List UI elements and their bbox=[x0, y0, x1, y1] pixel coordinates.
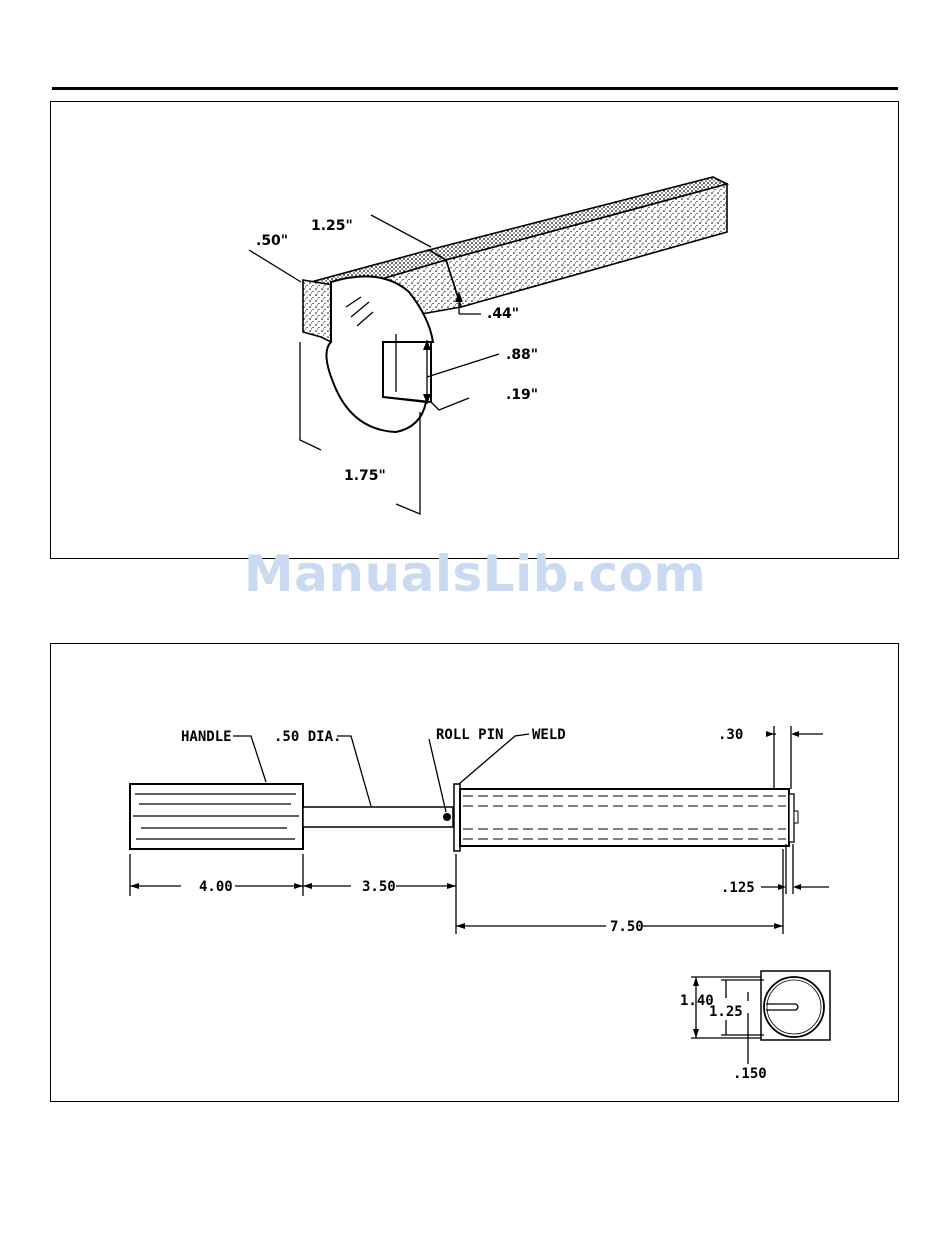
dim-inner: 1.25 bbox=[709, 1004, 743, 1020]
dim-line-50 bbox=[249, 250, 301, 282]
callout-roll-pin: ROLL PIN bbox=[436, 727, 503, 743]
dim-line-88 bbox=[427, 340, 499, 404]
tube-end-tip bbox=[794, 811, 798, 823]
watermark: ManualsLib.com bbox=[0, 545, 950, 603]
leader-shaft-dia bbox=[337, 736, 371, 806]
dim-tube-length: 7.50 bbox=[610, 919, 644, 935]
wrench-figure-panel: .50" 1.25" .44" .88" .19" 1.75" bbox=[50, 101, 899, 559]
callout-shaft-dia: .50 DIA. bbox=[274, 729, 341, 745]
tool-shaft bbox=[303, 807, 453, 827]
roll-pin bbox=[443, 813, 451, 821]
tool-tube bbox=[460, 789, 789, 846]
callout-weld: WELD bbox=[532, 727, 566, 743]
wrench-dim-125: 1.25" bbox=[311, 218, 353, 234]
dim-slot: .150 bbox=[733, 1066, 767, 1082]
wrench-dim-44: .44" bbox=[487, 306, 519, 322]
tube-end-cap bbox=[789, 794, 794, 842]
wrench-dim-88: .88" bbox=[506, 347, 538, 363]
wrench-jaw-opening bbox=[383, 342, 431, 402]
tool-figure-panel: HANDLE .50 DIA. ROLL PIN WELD .30 4.00 3… bbox=[50, 643, 899, 1102]
end-view-circle bbox=[764, 977, 824, 1037]
wrench-dim-175: 1.75" bbox=[344, 468, 386, 484]
leader-roll-pin bbox=[429, 739, 446, 812]
dim-30: .30 bbox=[718, 727, 743, 743]
dim-handle-length: 4.00 bbox=[199, 879, 233, 895]
wrench-dim-19: .19" bbox=[506, 387, 538, 403]
dim-line-125 bbox=[371, 215, 431, 247]
dim-wall: .125 bbox=[721, 880, 755, 896]
dim-shaft-length: 3.50 bbox=[362, 879, 396, 895]
wrench-drawing: .50" 1.25" .44" .88" .19" 1.75" bbox=[51, 102, 900, 560]
dim-line-19 bbox=[431, 398, 469, 410]
leader-handle bbox=[233, 736, 266, 782]
callout-handle: HANDLE bbox=[181, 729, 232, 745]
wrench-dim-50: .50" bbox=[256, 233, 288, 249]
top-rule bbox=[52, 87, 898, 90]
tool-drawing: HANDLE .50 DIA. ROLL PIN WELD .30 4.00 3… bbox=[51, 644, 900, 1103]
